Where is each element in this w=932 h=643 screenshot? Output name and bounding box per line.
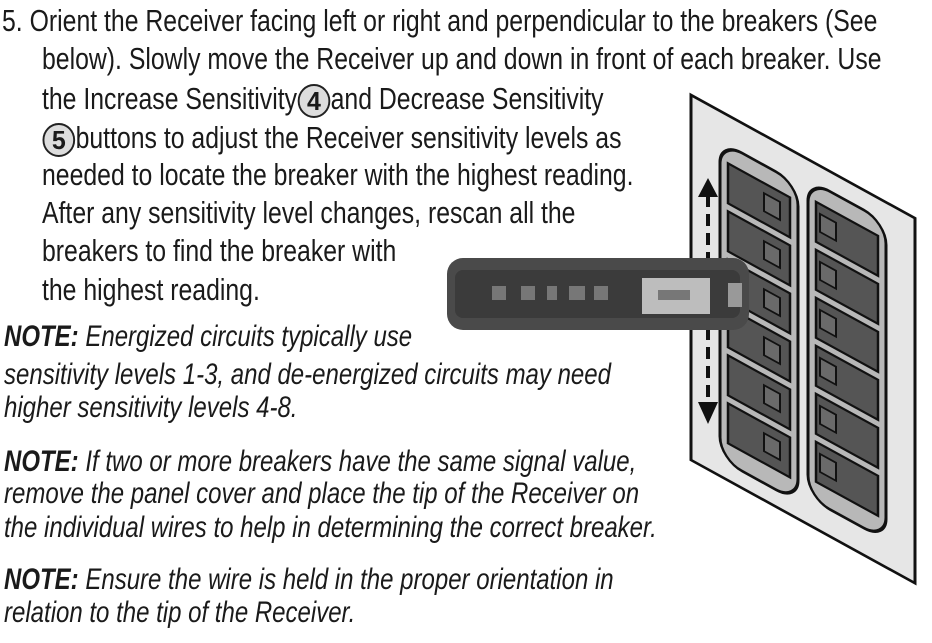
note-label: NOTE:	[4, 445, 79, 478]
breaker-toggle	[819, 212, 837, 243]
decrease-sensitivity-button-icon: 5	[42, 122, 76, 157]
breaker	[726, 209, 792, 288]
note-text-line: remove the panel cover and place the tip…	[4, 477, 640, 510]
breaker-panel	[689, 92, 917, 586]
breaker-toggle	[819, 452, 837, 483]
note-text-line: the individual wires to help in determin…	[4, 511, 657, 544]
step-text-line: needed to locate the breaker with the hi…	[42, 157, 634, 192]
note-text-line: If two or more breakers have the same si…	[85, 445, 637, 478]
note-text-line: Ensure the wire is held in the proper or…	[85, 563, 614, 596]
breaker-toggle	[819, 260, 837, 291]
step-text-line: breakers to find the breaker with	[42, 233, 397, 268]
breaker-toggle	[763, 287, 781, 318]
step-text-line: below). Slowly move the Receiver up and …	[42, 41, 882, 76]
increase-sensitivity-button-icon: 4	[297, 83, 331, 118]
breaker-toggle	[763, 191, 781, 222]
step-text-line: buttons to adjust the Receiver sensitivi…	[75, 120, 622, 155]
breaker	[726, 353, 792, 432]
note-text-line: Energized circuits typically use	[85, 320, 413, 353]
note-label: NOTE:	[4, 563, 79, 596]
breaker-toggle	[819, 404, 837, 435]
up-down-arrow-icon	[698, 178, 718, 424]
note-text-line: sensitivity levels 1-3, and de-energized…	[4, 358, 611, 391]
breaker-toggle	[763, 383, 781, 414]
breaker-toggle	[819, 308, 837, 339]
step-text-line: Orient the Receiver facing left or right…	[29, 3, 878, 38]
breaker-toggle	[763, 335, 781, 366]
note-label: NOTE:	[4, 320, 79, 353]
step-text-line: and Decrease Sensitivity	[330, 81, 604, 116]
breaker-toggle	[763, 239, 781, 270]
step-number: 5.	[2, 3, 23, 38]
step-text-line: the Increase Sensitivity	[42, 81, 298, 116]
breaker	[726, 401, 792, 480]
breaker-toggle	[763, 431, 781, 462]
receiver-device	[447, 258, 749, 330]
note-text-line: higher sensitivity levels 4-8.	[4, 391, 298, 424]
note-text-line: relation to the tip of the Receiver.	[4, 596, 356, 629]
breaker-toggle	[819, 356, 837, 387]
breaker	[726, 161, 792, 240]
step-text-line: the highest reading.	[42, 272, 260, 307]
step-text-line: After any sensitivity level changes, res…	[42, 195, 576, 230]
